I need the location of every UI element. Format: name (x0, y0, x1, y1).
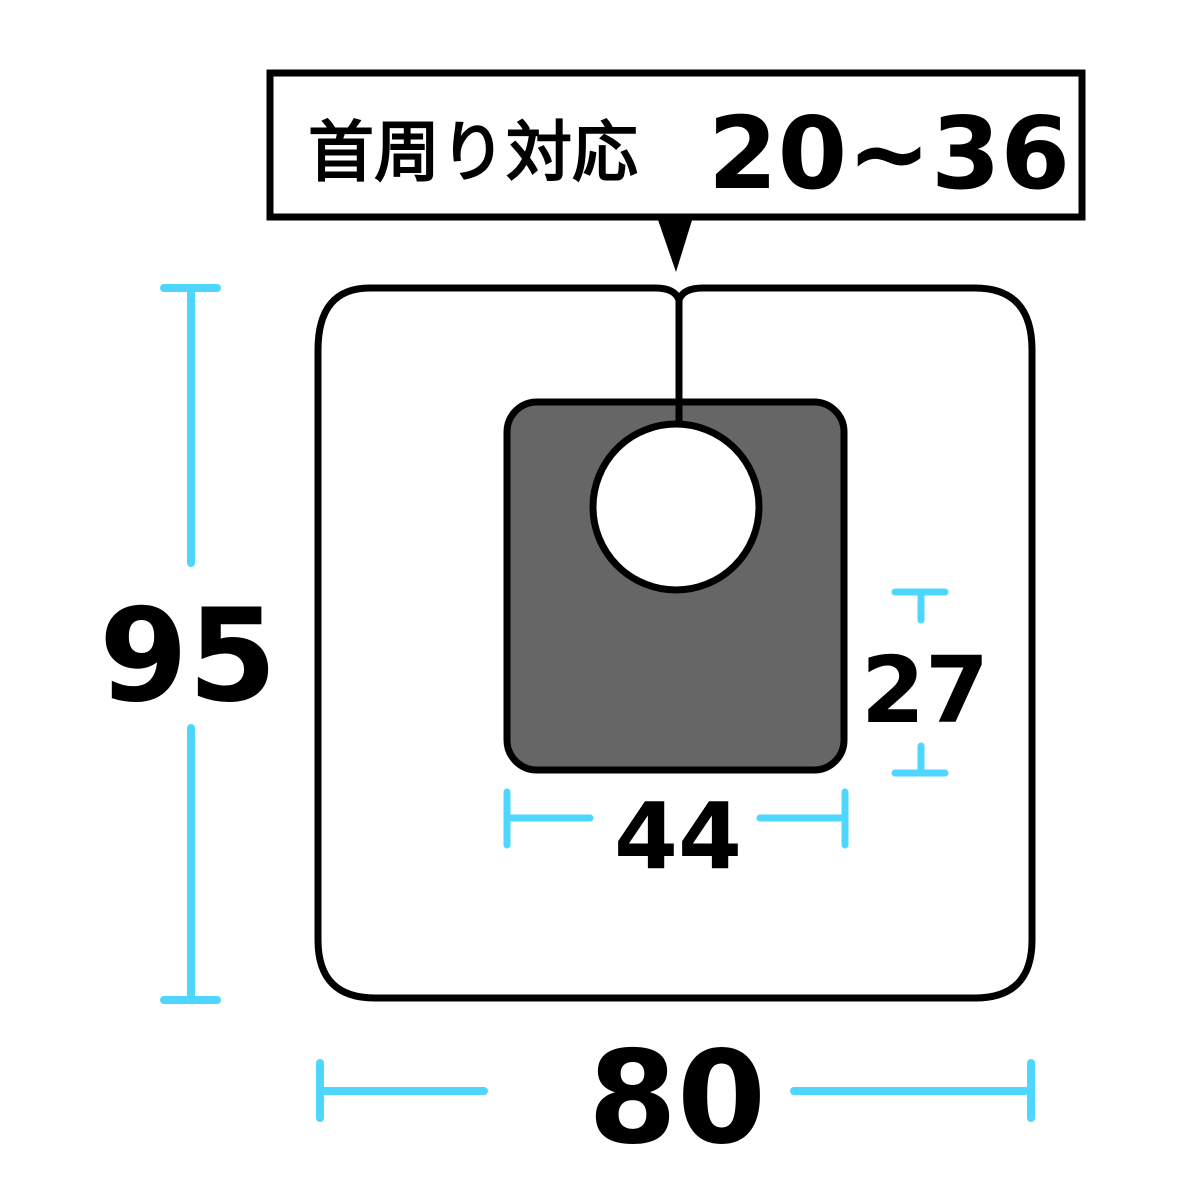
height-label: 95 (99, 582, 277, 731)
pocket-height-dimension (891, 588, 949, 777)
pocket-height-label: 27 (861, 637, 989, 744)
neck-hole (589, 420, 763, 594)
pocket-width-dimension (503, 788, 849, 849)
callout-label: 首周り対応 (308, 114, 638, 191)
neck-size-callout: 首周り対応 20~36 (266, 69, 1086, 272)
callout-range: 20~36 (708, 95, 1070, 212)
width-label: 80 (588, 1024, 766, 1173)
callout-pointer-icon (657, 217, 693, 272)
width-dimension (316, 1059, 1035, 1122)
pocket-width-label: 44 (614, 783, 742, 890)
height-dimension (160, 284, 221, 1004)
